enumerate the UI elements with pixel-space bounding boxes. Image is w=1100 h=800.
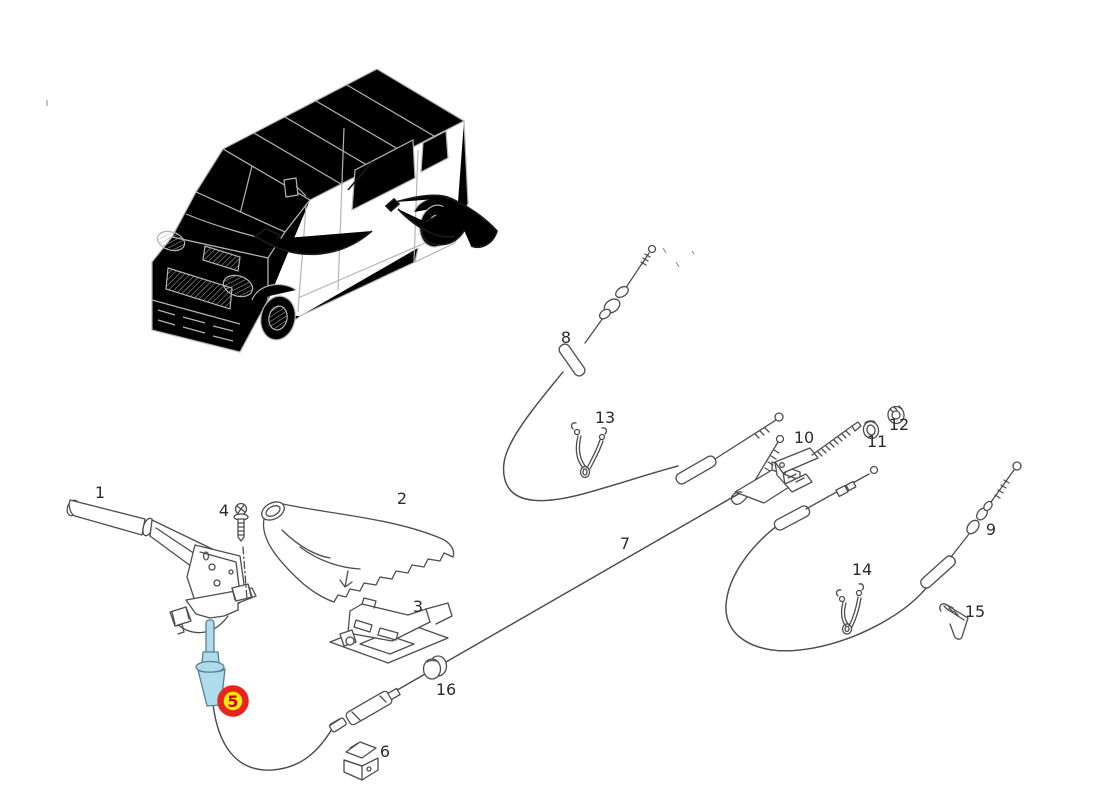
part-label-8[interactable]: 8	[560, 328, 572, 347]
part-label-9[interactable]: 9	[985, 520, 997, 539]
screw-4	[233, 502, 249, 601]
grommet-11	[862, 420, 880, 440]
grommet-16	[422, 655, 448, 680]
print-specks	[46, 100, 695, 268]
adjuster-10	[774, 421, 862, 493]
part-label-3[interactable]: 3	[412, 597, 424, 616]
clip-13	[570, 422, 608, 479]
handbrake-lever-1	[66, 499, 257, 635]
van-cable-routing	[253, 161, 498, 256]
part-label-2[interactable]: 2	[396, 489, 408, 508]
part-label-1[interactable]: 1	[94, 483, 106, 502]
part-label-4[interactable]: 4	[218, 501, 230, 520]
gaiter-2	[261, 501, 455, 603]
bracket-3	[329, 597, 453, 664]
clip-14	[835, 583, 865, 635]
highlighted-part-badge[interactable]: 5	[217, 685, 249, 717]
part-label-11[interactable]: 11	[866, 432, 888, 451]
clamp-6	[343, 741, 379, 781]
van-illustration	[151, 68, 469, 353]
part-label-14[interactable]: 14	[851, 560, 873, 579]
part-label-6[interactable]: 6	[379, 742, 391, 761]
part-label-15[interactable]: 15	[964, 602, 986, 621]
part-label-7[interactable]: 7	[619, 534, 631, 553]
part-label-12[interactable]: 12	[888, 415, 910, 434]
clip-15	[939, 603, 969, 640]
part-label-16[interactable]: 16	[435, 680, 457, 699]
cable-7	[329, 434, 785, 732]
grommet-12	[887, 405, 905, 425]
badge-number: 5	[227, 692, 238, 711]
cable-9	[725, 461, 1022, 652]
part-label-10[interactable]: 10	[793, 428, 815, 447]
cable-8	[502, 244, 784, 502]
part-label-13[interactable]: 13	[594, 408, 616, 427]
